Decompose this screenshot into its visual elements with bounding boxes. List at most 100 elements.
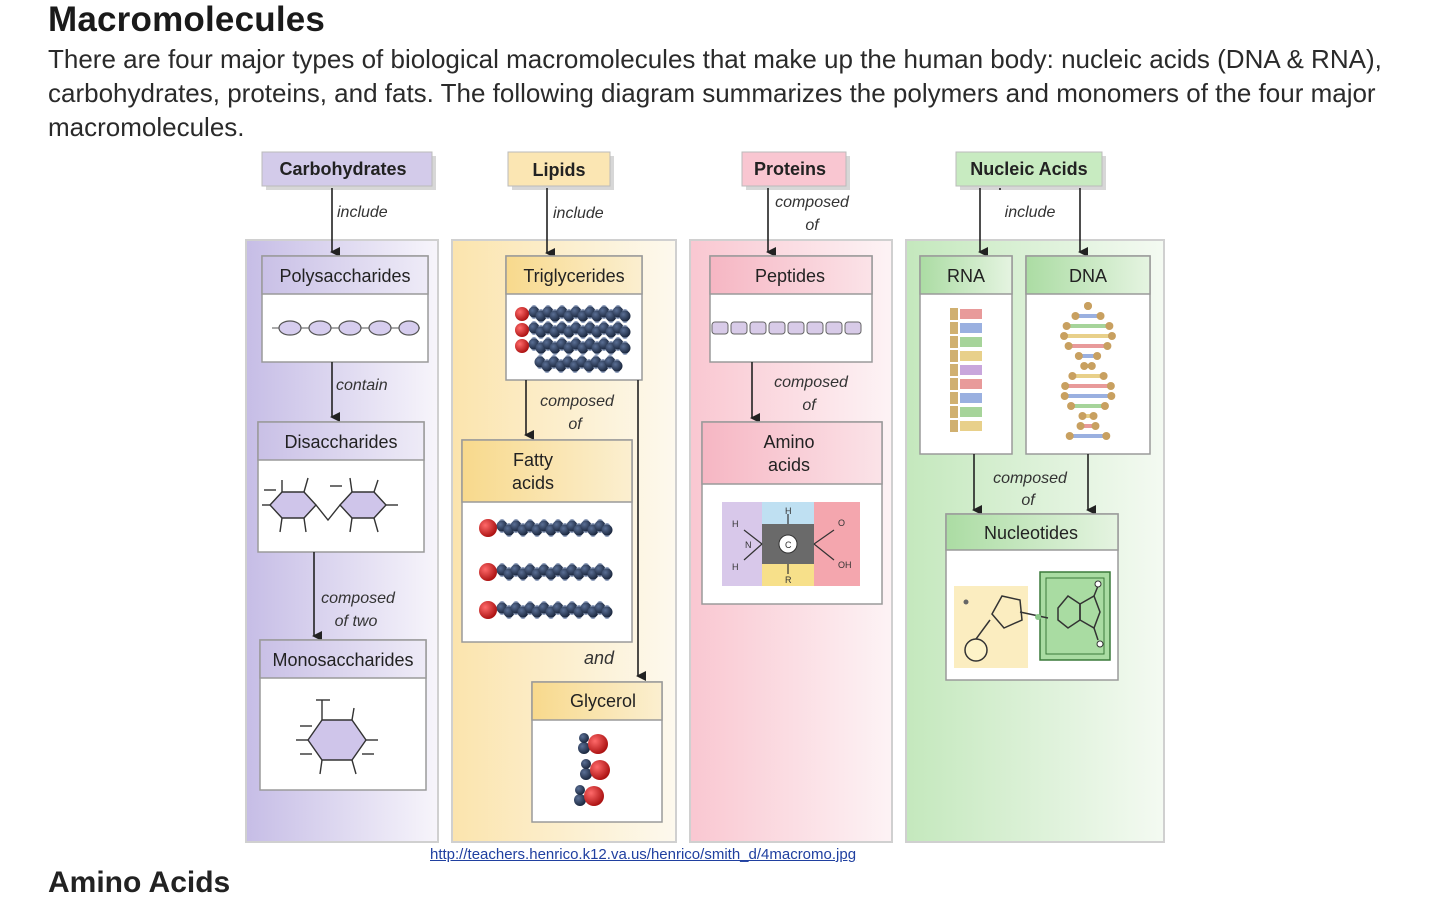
atom-label-oh: OH	[838, 560, 852, 570]
dna-backbone	[1103, 342, 1112, 350]
dna-backbone	[1060, 332, 1069, 340]
rna-backbone-segment	[950, 350, 958, 362]
rna-base	[960, 421, 982, 431]
atom-label-o: O	[838, 518, 845, 528]
rna-label: RNA	[947, 266, 985, 286]
monosaccharide-structure-icon	[296, 699, 378, 775]
rna-base	[960, 393, 982, 403]
rna-box: RNA	[919, 255, 1013, 455]
edge-label-contain: contain	[336, 377, 388, 394]
rna-base	[960, 351, 982, 361]
carbohydrates-header: Carbohydrates	[261, 151, 436, 190]
glycerol-carbon	[581, 759, 591, 769]
nucleotides-label: Nucleotides	[984, 523, 1078, 543]
proteins-label: Proteins	[754, 159, 826, 179]
edge-label-of-proteins: of	[805, 217, 820, 234]
polysaccharides-label: Polysaccharides	[279, 266, 410, 286]
dna-backbone	[1091, 422, 1100, 430]
edge-label-composed-lipids: composed	[540, 393, 615, 410]
dna-backbone	[1074, 352, 1083, 360]
rna-base	[960, 323, 982, 333]
rna-base	[960, 309, 982, 319]
fatty-acid-atom-c	[601, 524, 613, 536]
dna-backbone	[1084, 302, 1092, 310]
polysaccharides-box: Polysaccharides	[261, 255, 429, 363]
disaccharides-label: Disaccharides	[284, 432, 397, 452]
dna-backbone	[1107, 392, 1116, 400]
triglycerides-box: Triglycerides	[505, 255, 643, 381]
dna-backbone	[1099, 372, 1108, 380]
macromolecules-diagram: Carbohydrates Lipids Proteins Nucleic Ac…	[245, 151, 1165, 843]
lipids-header: Lipids	[507, 151, 614, 190]
rna-strand-icon	[950, 308, 982, 432]
edge-label-of-proteins-2: of	[802, 397, 817, 414]
glycerol-carbon	[580, 768, 592, 780]
atom-label-n: N	[745, 540, 752, 550]
rna-backbone-segment	[950, 392, 958, 404]
source-link[interactable]: http://teachers.henrico.k12.va.us/henric…	[430, 846, 857, 863]
edge-label-include-lipids: include	[553, 205, 604, 222]
edge-label-include-carbs: include	[337, 204, 388, 221]
polysaccharide-chain-icon	[272, 320, 420, 336]
dna-backbone	[1100, 402, 1109, 410]
amino-acids-box: Amino acids H N H H C R O OH	[701, 421, 883, 605]
dna-backbone	[1107, 332, 1116, 340]
dna-backbone	[1076, 422, 1085, 430]
disaccharides-box: Disaccharides	[257, 421, 425, 553]
triglyceride-atom-c	[611, 360, 623, 372]
glycerol-molecule-icon	[574, 733, 610, 806]
atom-label-r: R	[785, 575, 792, 585]
peptides-label: Peptides	[755, 266, 825, 286]
glycerol-oxygen	[588, 734, 608, 754]
atom-label-c: C	[785, 540, 792, 550]
edge-label-composed-nucleic: composed	[993, 470, 1068, 487]
dna-backbone	[1105, 322, 1114, 330]
triglyceride-atom-c	[619, 342, 631, 354]
dna-backbone	[1096, 312, 1105, 320]
glycerol-label: Glycerol	[570, 691, 636, 711]
triglycerides-label: Triglycerides	[523, 266, 624, 286]
dna-backbone	[1087, 362, 1096, 370]
fatty-acids-label-line1: Fatty	[513, 450, 553, 470]
lipids-label: Lipids	[533, 160, 586, 180]
rna-backbone-segment	[950, 308, 958, 320]
monosaccharides-label: Monosaccharides	[272, 650, 413, 670]
peptides-box: Peptides	[709, 255, 873, 363]
dna-backbone	[1065, 432, 1074, 440]
triglyceride-atom-c	[619, 310, 631, 322]
monosaccharides-box: Monosaccharides	[259, 639, 427, 791]
dna-backbone	[1068, 372, 1077, 380]
edge-label-of-nucleic: of	[1021, 492, 1036, 509]
rna-backbone-segment	[950, 420, 958, 432]
triglyceride-oxygen	[515, 339, 529, 353]
dna-backbone	[1106, 382, 1115, 390]
dna-box: DNA	[1025, 255, 1151, 455]
rna-backbone-segment	[950, 322, 958, 334]
dna-backbone	[1102, 432, 1111, 440]
dna-backbone	[1089, 412, 1098, 420]
edge-label-composed-proteins-2: composed	[774, 374, 849, 391]
header-arrows	[330, 188, 1088, 258]
edge-label-include-nucleic: include	[1005, 204, 1056, 221]
rna-backbone-segment	[950, 364, 958, 376]
dna-backbone	[1062, 322, 1071, 330]
triglyceride-molecule-icon	[515, 305, 631, 373]
atom-label-h3: H	[785, 506, 792, 516]
rna-base	[960, 365, 982, 375]
edge-label-of-two: of two	[335, 613, 378, 630]
dna-backbone	[1064, 342, 1073, 350]
next-section-heading: Amino Acids	[48, 866, 231, 899]
fatty-acids-box: Fatty acids	[461, 439, 633, 643]
proteins-header: Proteins	[741, 151, 850, 190]
triglyceride-oxygen	[515, 323, 529, 337]
fatty-acid-oxygen	[479, 601, 497, 619]
glycerol-carbon	[574, 794, 586, 806]
dna-helix-icon	[1060, 302, 1116, 440]
amino-acids-label-line1: Amino	[763, 432, 814, 452]
fatty-acid-atom-c	[601, 606, 613, 618]
rna-base	[960, 379, 982, 389]
glycerol-carbon	[575, 785, 585, 795]
page-title: Macromolecules	[48, 0, 326, 39]
rna-base	[960, 407, 982, 417]
glycerol-carbon	[579, 733, 589, 743]
